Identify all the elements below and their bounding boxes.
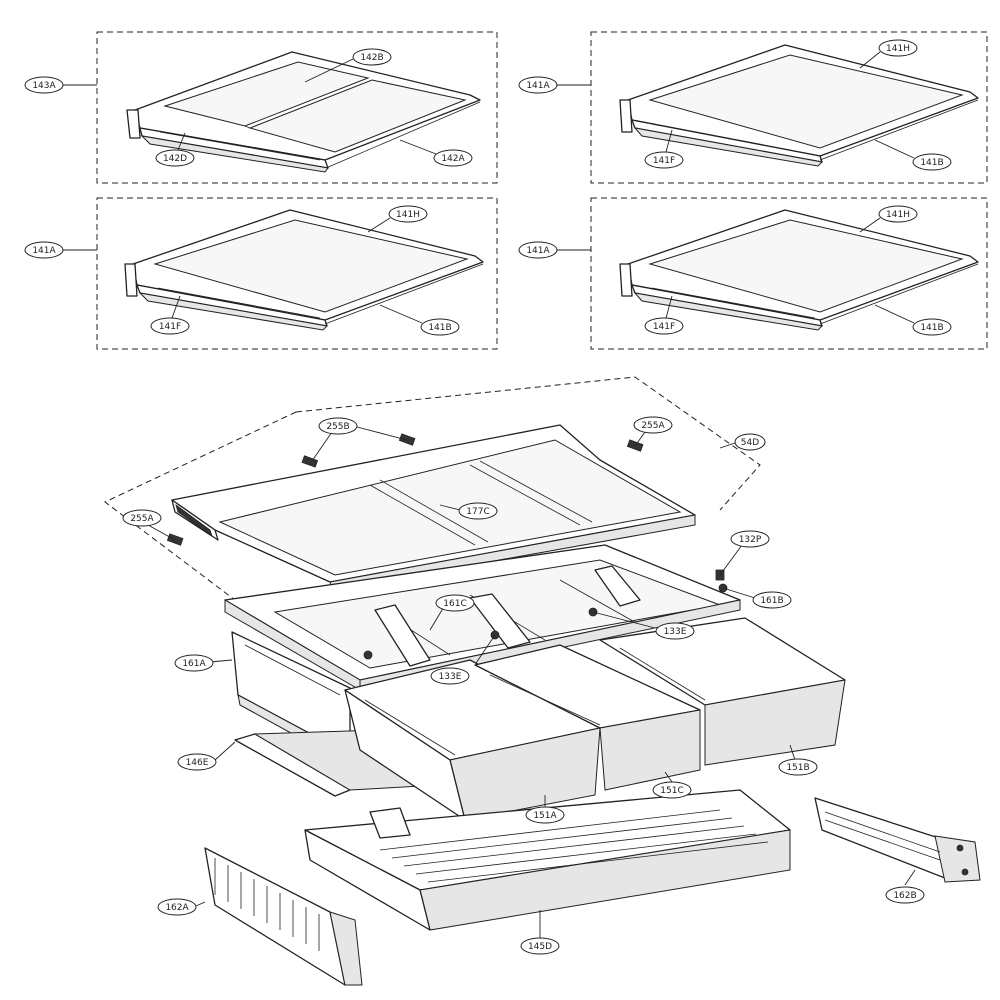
label-141A-1: 141A — [518, 76, 558, 94]
slide-rail-162A — [195, 847, 363, 986]
label-141A-3: 141A — [518, 241, 558, 259]
label-151A: 151A — [525, 806, 565, 824]
label-162A: 162A — [157, 898, 197, 916]
svg-text:177C: 177C — [466, 507, 489, 517]
label-255A-2: 255A — [122, 509, 162, 527]
label-255A-1: 255A — [633, 416, 673, 434]
label-141B-2: 141B — [420, 318, 460, 336]
label-151B: 151B — [778, 758, 818, 776]
svg-text:151A: 151A — [533, 811, 557, 821]
label-151C: 151C — [652, 781, 692, 799]
label-141F-2: 141F — [150, 317, 190, 335]
label-161C: 161C — [435, 594, 475, 612]
shelf-assembly-141A-middle-left — [62, 197, 498, 350]
svg-text:161B: 161B — [760, 596, 783, 606]
label-141F-3: 141F — [644, 317, 684, 335]
label-133E-2: 133E — [430, 667, 470, 685]
label-145D: 145D — [520, 937, 560, 955]
svg-text:255B: 255B — [326, 422, 349, 432]
label-161A: 161A — [174, 654, 214, 672]
svg-text:132P: 132P — [739, 535, 762, 545]
label-142A: 142A — [433, 149, 473, 167]
drawer-151A — [344, 659, 601, 821]
svg-text:141H: 141H — [396, 210, 420, 220]
svg-text:133E: 133E — [664, 627, 687, 637]
svg-text:141A: 141A — [526, 81, 550, 91]
label-143A: 143A — [24, 76, 64, 94]
label-255B: 255B — [318, 417, 358, 435]
svg-text:255A: 255A — [641, 421, 665, 431]
drawer-frame — [224, 544, 756, 691]
svg-text:142A: 142A — [441, 154, 465, 164]
crisper-cover-assembly — [104, 376, 761, 601]
shelf-assembly-143A — [62, 31, 498, 184]
label-132P: 132P — [730, 530, 770, 548]
svg-text:141H: 141H — [886, 44, 910, 54]
label-141A-2: 141A — [24, 241, 64, 259]
svg-text:141B: 141B — [428, 323, 451, 333]
svg-text:141A: 141A — [526, 246, 550, 256]
svg-text:54D: 54D — [741, 438, 759, 448]
svg-text:143A: 143A — [32, 81, 56, 91]
label-54D: 54D — [734, 433, 766, 451]
label-141B-1: 141B — [912, 153, 952, 171]
label-142D: 142D — [155, 149, 195, 167]
label-133E-1: 133E — [655, 622, 695, 640]
slide-rail-162B — [814, 797, 981, 886]
svg-text:145D: 145D — [528, 942, 552, 952]
svg-text:141F: 141F — [159, 322, 181, 332]
svg-text:142B: 142B — [360, 53, 383, 63]
svg-text:146E: 146E — [186, 758, 209, 768]
svg-text:141F: 141F — [653, 156, 675, 166]
shelf-assembly-141A-middle-right — [557, 197, 988, 350]
svg-text:255A: 255A — [130, 514, 154, 524]
label-141H-1: 141H — [878, 39, 918, 57]
shelf-assembly-141A-top-right — [557, 31, 988, 184]
tray-145D — [304, 789, 791, 938]
label-146E: 146E — [177, 753, 217, 771]
label-162B: 162B — [885, 886, 925, 904]
svg-text:162A: 162A — [165, 903, 189, 913]
label-141B-3: 141B — [912, 318, 952, 336]
drawer-151C — [474, 644, 701, 791]
svg-text:141F: 141F — [653, 322, 675, 332]
svg-text:162B: 162B — [893, 891, 916, 901]
svg-text:151B: 151B — [786, 763, 809, 773]
label-142B: 142B — [352, 48, 392, 66]
svg-text:161A: 161A — [182, 659, 206, 669]
svg-text:142D: 142D — [163, 154, 187, 164]
svg-text:161C: 161C — [443, 599, 466, 609]
label-161B: 161B — [752, 591, 792, 609]
label-177C: 177C — [458, 502, 498, 520]
label-141F-1: 141F — [644, 151, 684, 169]
drawer-151B — [599, 617, 846, 766]
svg-text:133E: 133E — [439, 672, 462, 682]
svg-text:141B: 141B — [920, 158, 943, 168]
svg-text:141H: 141H — [886, 210, 910, 220]
label-141H-3: 141H — [878, 205, 918, 223]
svg-text:151C: 151C — [660, 786, 683, 796]
svg-text:141A: 141A — [32, 246, 56, 256]
svg-text:141B: 141B — [920, 323, 943, 333]
label-141H-2: 141H — [388, 205, 428, 223]
